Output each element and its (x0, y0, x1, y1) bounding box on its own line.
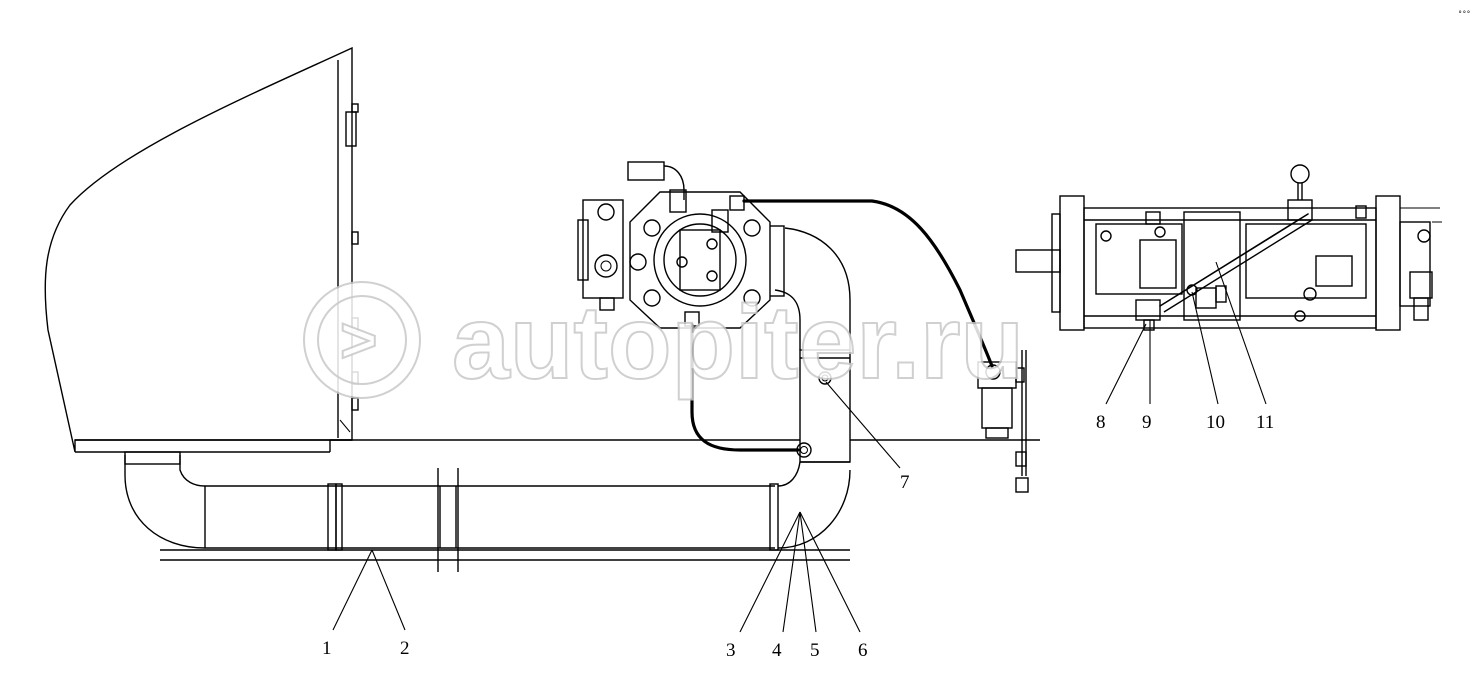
callout-4: 4 (772, 640, 782, 661)
watermark-text: autopiter.ru (452, 285, 1024, 401)
callout-3: 3 (726, 640, 736, 661)
main-pump (577, 161, 771, 329)
pressure-filter (977, 350, 1029, 493)
watermark: > autopiter.ru (303, 281, 1025, 402)
hydraulic-tank (44, 46, 359, 453)
callouts: 1 2 3 4 5 6 7 8 9 10 11 (322, 412, 1274, 661)
corner-mark: °°° (1458, 10, 1471, 18)
callout-6: 6 (858, 640, 868, 661)
callout-2: 2 (400, 638, 410, 659)
callout-5: 5 (810, 640, 820, 661)
callout-8: 8 (1096, 412, 1106, 433)
suction-pipe (124, 451, 851, 551)
hoses (690, 199, 994, 452)
callout-7: 7 (900, 472, 910, 493)
callout-1: 1 (322, 638, 332, 659)
leader-lines (332, 261, 1267, 633)
suction-duct (767, 225, 851, 463)
callout-11: 11 (1256, 412, 1274, 433)
callout-10: 10 (1206, 412, 1225, 433)
pump-assembly-side-view (1015, 164, 1442, 331)
frame-lines (160, 439, 1040, 572)
watermark-badge: > (340, 304, 377, 376)
callout-9: 9 (1142, 412, 1152, 433)
